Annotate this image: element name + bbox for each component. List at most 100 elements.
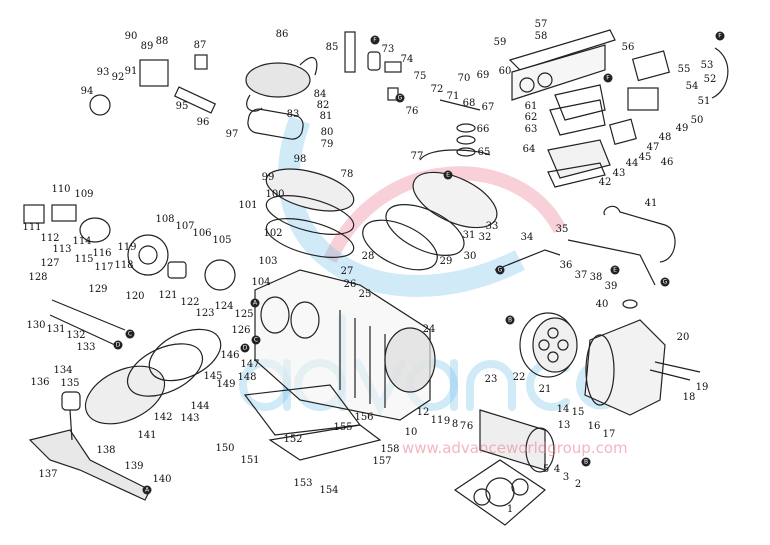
cylinder-head-left [84,365,166,425]
part-number-132: 132 [66,330,86,341]
part-number-115: 115 [74,254,94,265]
part-number-36: 36 [559,260,573,271]
part-number-113: 113 [52,244,72,255]
part-number-18: 18 [682,392,696,403]
bolt-18 [649,369,691,381]
part-number-50: 50 [690,115,704,126]
capillary-tube [711,47,729,99]
bellows-hose [173,86,217,114]
part-number-89: 89 [140,41,154,52]
part-number-23: 23 [484,374,498,385]
connection-marker-g: G [395,93,405,103]
part-number-64: 64 [522,144,536,155]
part-number-96: 96 [196,117,210,128]
part-number-124: 124 [214,301,234,312]
part-number-77: 77 [410,151,424,162]
part-number-102: 102 [263,228,283,239]
part-number-80: 80 [320,127,334,138]
part-number-151: 151 [240,455,260,466]
part-number-51: 51 [697,96,711,107]
rotor-end [525,427,555,473]
part-number-98: 98 [293,154,307,165]
part-number-136: 136 [30,377,50,388]
part-number-44: 44 [625,158,639,169]
part-number-14: 14 [556,404,570,415]
part-number-127: 127 [40,258,60,269]
part-number-129: 129 [88,284,108,295]
part-number-86: 86 [275,29,289,40]
part-number-25: 25 [358,289,372,300]
part-number-17: 17 [602,429,616,440]
part-number-92: 92 [111,72,125,83]
relay [631,50,671,82]
part-number-38: 38 [589,272,603,283]
part-number-45: 45 [638,152,652,163]
part-number-76: 76 [405,106,419,117]
part-number-33: 33 [485,221,499,232]
part-number-31: 31 [462,230,476,241]
part-number-109: 109 [74,189,94,200]
terminal-plate [547,139,611,179]
part-number-28: 28 [361,251,375,262]
part-number-142: 142 [153,412,173,423]
part-number-40: 40 [595,299,609,310]
part-number-15: 15 [571,407,585,418]
terminal-gasket [547,162,606,188]
cylinder-head [265,168,355,212]
part-number-128: 128 [28,272,48,283]
strainer-cap [194,54,208,70]
part-number-41: 41 [644,198,658,209]
part-number-131: 131 [46,324,66,335]
part-number-42: 42 [598,177,612,188]
cylinder-bore-right [290,301,320,339]
part-number-157: 157 [372,456,392,467]
part-number-72: 72 [430,84,444,95]
connection-marker-f: F [603,73,613,83]
part-number-73: 73 [381,44,395,55]
part-number-2: 2 [574,479,582,490]
part-number-47: 47 [646,142,660,153]
part-number-55: 55 [677,64,691,75]
part-number-53: 53 [700,60,714,71]
part-number-58: 58 [534,31,548,42]
oil-tube [494,249,561,271]
part-number-100: 100 [265,189,285,200]
heat-exchanger-shell [245,62,311,98]
part-number-126: 126 [231,325,251,336]
part-number-52: 52 [703,74,717,85]
part-number-24: 24 [422,324,436,335]
part-number-158: 158 [380,444,400,455]
part-number-154: 154 [319,485,339,496]
part-number-123: 123 [195,308,215,319]
part-number-29: 29 [439,256,453,267]
part-number-110: 110 [51,184,71,195]
part-number-138: 138 [96,445,116,456]
part-number-11: 11 [430,415,444,426]
valve-plate [265,195,355,235]
part-number-81: 81 [319,111,333,122]
part-number-143: 143 [180,413,200,424]
part-number-60: 60 [498,66,512,77]
part-number-71: 71 [446,91,460,102]
part-number-107: 107 [175,221,195,232]
part-number-101: 101 [238,200,258,211]
part-number-130: 130 [26,320,46,331]
part-number-140: 140 [152,474,172,485]
part-number-152: 152 [283,434,303,445]
connection-marker-b: B [505,315,515,325]
part-number-39: 39 [604,281,618,292]
solenoid-valve [23,204,45,224]
base-frame [268,424,382,461]
terminal-board [609,118,637,145]
part-number-7: 7 [459,421,467,432]
part-number-12: 12 [416,407,430,418]
part-number-27: 27 [340,266,354,277]
valve-plate-right [385,204,465,256]
part-number-68: 68 [462,98,476,109]
flange [89,94,111,116]
part-number-46: 46 [660,157,674,168]
part-number-67: 67 [481,102,495,113]
connection-marker-e: E [610,265,620,275]
oil-return-pipe [567,239,656,286]
